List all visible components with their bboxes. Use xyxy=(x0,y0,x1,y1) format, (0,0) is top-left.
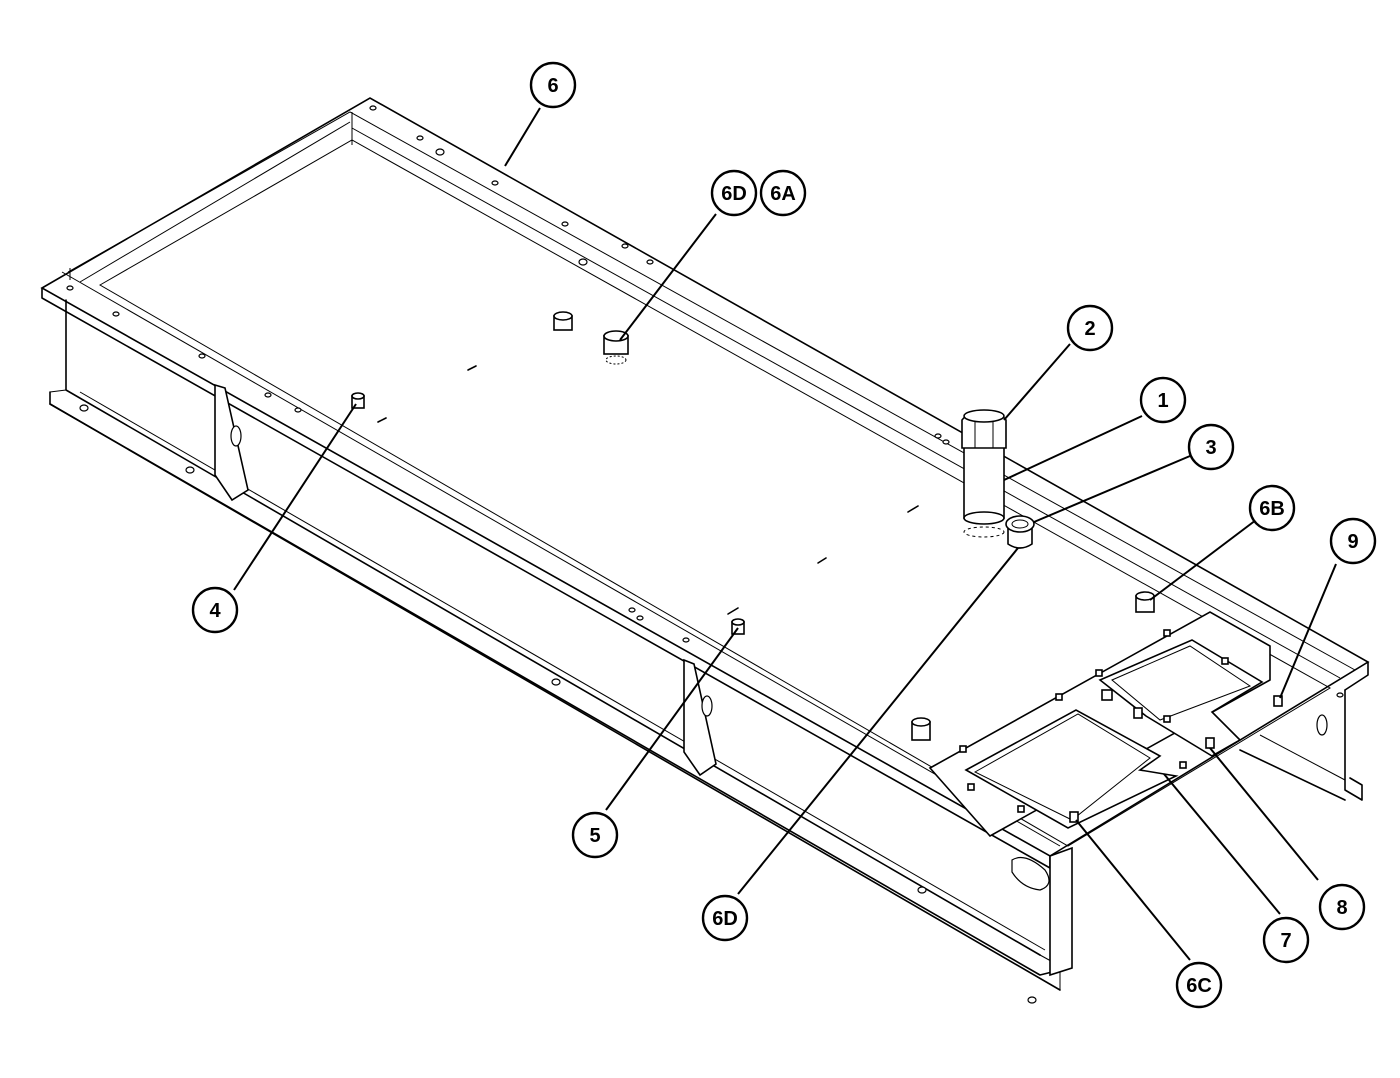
callout-label: 6A xyxy=(770,183,796,205)
callout-label: 6B xyxy=(1259,498,1285,520)
callout-label: 6C xyxy=(1186,975,1212,997)
callout-label: 9 xyxy=(1347,531,1358,553)
callout-label: 4 xyxy=(209,600,221,622)
access-plates xyxy=(928,611,1283,838)
callout-9: 9 xyxy=(1329,517,1377,565)
fitting-top-left xyxy=(553,311,573,331)
callout-label: 6D xyxy=(712,908,738,930)
callout-label: 2 xyxy=(1084,318,1095,340)
callout-label: 3 xyxy=(1205,437,1216,459)
fitting-6b xyxy=(1135,591,1155,613)
callout-6a: 6A xyxy=(759,169,807,217)
frame-front-channel xyxy=(49,299,1073,991)
callout-1: 1 xyxy=(1139,376,1187,424)
leader-lines xyxy=(233,107,1337,961)
callout-label: 6 xyxy=(547,75,558,97)
callout-label: 1 xyxy=(1157,390,1168,412)
frame-top-rim xyxy=(40,97,1370,869)
callout-label: 6D xyxy=(721,183,747,205)
callout-7: 7 xyxy=(1262,916,1310,964)
callout-label: 7 xyxy=(1280,930,1291,952)
callout-8: 8 xyxy=(1318,883,1366,931)
callout-label: 8 xyxy=(1336,897,1347,919)
bushing-3 xyxy=(1005,515,1035,549)
callout-6b: 6B xyxy=(1248,484,1296,532)
callout-4: 4 xyxy=(191,586,239,634)
callout-label: 5 xyxy=(589,825,600,847)
callout-6d-bottom: 6D xyxy=(701,894,749,942)
callout-5: 5 xyxy=(571,811,619,859)
callout-6d-top: 6D xyxy=(710,169,758,217)
fill-tube xyxy=(961,409,1007,538)
callout-6: 6 xyxy=(529,61,577,109)
rim-holes xyxy=(66,105,1344,1004)
frame-right-end xyxy=(1239,661,1369,801)
fitting-5 xyxy=(731,618,745,635)
floor-marks xyxy=(377,365,919,615)
callout-2: 2 xyxy=(1066,304,1114,352)
callout-6c: 6C xyxy=(1175,961,1223,1009)
fitting-front xyxy=(911,717,931,741)
callout-3: 3 xyxy=(1187,423,1235,471)
